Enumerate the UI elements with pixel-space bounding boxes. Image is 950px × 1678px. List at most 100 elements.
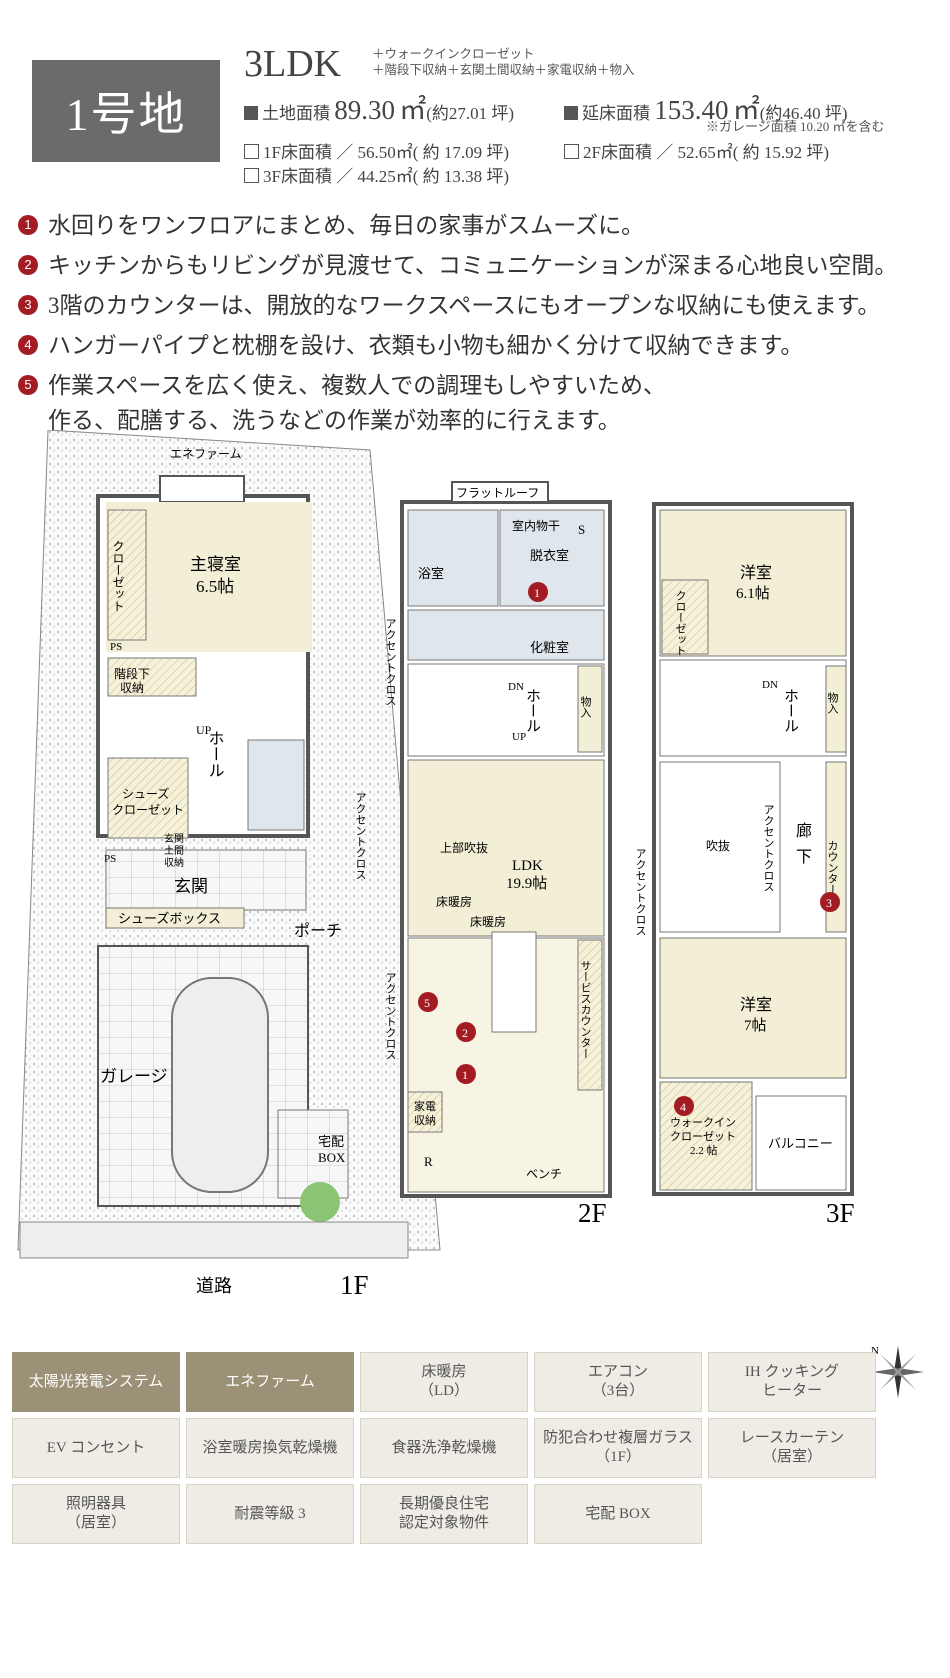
- label-corridor: 廊: [796, 822, 812, 840]
- bath-room: [407, 509, 499, 607]
- under-stair-storage: [107, 657, 197, 697]
- label-wic: ウォークイン: [670, 1116, 736, 1129]
- label-dressing: 脱衣室: [530, 548, 569, 563]
- label-genkan-storage: 玄関: [164, 832, 184, 845]
- floor-1: エネファーム クローゼット 主寝室 6.5帖 PS 階段下 収納 UP ホール …: [17, 430, 441, 1300]
- filled-square-icon: [564, 106, 578, 120]
- label-wic-2: クローゼット: [670, 1130, 736, 1143]
- label-closet-3f: クローゼット: [674, 590, 687, 656]
- label-balcony: バルコニー: [768, 1136, 833, 1151]
- equipment-label: 食器洗浄乾燥機: [391, 1439, 497, 1456]
- label-genkan-storage-3: 収納: [164, 856, 184, 869]
- label-accent-cross-3f-2: アクセントクロス: [634, 848, 647, 936]
- label-dn-3f: DN: [762, 679, 778, 691]
- feature-number: 3: [18, 295, 38, 315]
- label-floor-heat-2: 床暖房: [470, 914, 506, 929]
- label-room-2: 洋室: [740, 996, 772, 1014]
- equipment-label: エネファーム: [225, 1373, 315, 1390]
- marker-4: [674, 1096, 694, 1116]
- compass-icon: N: [871, 1345, 924, 1398]
- label-appliance: 家電: [414, 1099, 436, 1113]
- f3-area-text: 3F床面積 ／ 44.25㎡( 約 13.38 坪): [263, 167, 510, 186]
- void-3f: [659, 761, 781, 933]
- garage-note: ※ガレージ面積 10.20 ㎡を含む: [706, 119, 885, 134]
- floor-area: 延床面積 153.40 ㎡(約46.40 坪): [564, 88, 848, 127]
- label-room-1: 洋室: [740, 564, 772, 582]
- label-road: 道路: [196, 1276, 232, 1296]
- label-up: UP: [196, 723, 212, 737]
- label-hall-1f: ホール: [206, 730, 224, 778]
- feature-text: キッチンからもリビングが見渡せて、コミュニケーションが深まる心地良い空間。: [48, 253, 898, 278]
- equipment-label: 浴室暖房換気乾燥機: [202, 1439, 338, 1456]
- feature-text: 水回りをワンフロアにまとめ、毎日の家事がスムーズに。: [48, 213, 645, 238]
- feature-number: 2: [18, 255, 38, 275]
- label-void-2f: 上部吹抜: [440, 840, 488, 855]
- floor-2: フラットルーフ 室内物干 S 脱衣室 浴室 化粧室 アクセントクロス DN UP…: [384, 481, 612, 1228]
- equipment-label: 宅配 BOX: [585, 1505, 651, 1522]
- equipment-chip: 浴室暖房換気乾燥機: [186, 1418, 354, 1478]
- lot-label: 1号地: [65, 89, 187, 140]
- storage-3f: [825, 665, 847, 753]
- label-accent-cross-2f-2: アクセントクロス: [384, 972, 397, 1060]
- equipment-chip: エネファーム: [186, 1352, 354, 1412]
- f1-area-text: 1F床面積 ／ 56.50㎡( 約 17.09 坪): [263, 143, 510, 162]
- label-accent-cross-1f: アクセントクロス: [354, 792, 367, 880]
- feature-item: 2 キッチンからもリビングが見渡せて、コミュニケーションが深まる心地良い空間。: [18, 246, 897, 286]
- f2-area: 2F床面積 ／ 52.65㎡( 約 15.92 坪): [564, 138, 829, 163]
- lot-badge: 1号地: [32, 60, 220, 162]
- label-storage-3f: 物入: [826, 691, 839, 714]
- label-delivery: 宅配: [318, 1134, 344, 1149]
- label-ps: PS: [110, 641, 122, 653]
- ldk-upper: [407, 759, 605, 937]
- extras: ＋ウォークインクローゼット ＋階段下収納＋玄関土間収納＋家電収納＋物入: [372, 46, 635, 78]
- feature-number: 4: [18, 335, 38, 355]
- label-r: R: [424, 1154, 433, 1169]
- floor-plan: エネファーム クローゼット 主寝室 6.5帖 PS 階段下 収納 UP ホール …: [17, 430, 855, 1300]
- feature-text: ハンガーパイプと枕棚を設け、衣類も小物も細かく分けて収納できます。: [48, 333, 804, 358]
- service-counter: [577, 939, 603, 1091]
- equipment-label: 長期優良住宅 認定対象物件: [398, 1496, 489, 1531]
- f3-area: 3F床面積 ／ 44.25㎡( 約 13.38 坪): [244, 162, 509, 187]
- genkan-floor: [105, 849, 307, 911]
- label-garage: ガレージ: [100, 1067, 168, 1086]
- land-area-value: 89.30: [334, 95, 395, 125]
- label-master-size: 6.5帖: [196, 577, 234, 596]
- label-master-bedroom: 主寝室: [190, 554, 241, 574]
- equipment-label: エアコン （3台）: [587, 1364, 648, 1399]
- equipment-chip: 防犯合わせ複層ガラス （1F）: [534, 1418, 702, 1478]
- label-appliance-2: 収納: [414, 1114, 436, 1127]
- marker-1b: [456, 1064, 476, 1084]
- label-corridor-2: 下: [796, 849, 812, 866]
- land-area-tsubo: (約27.01 坪): [426, 104, 515, 123]
- marker-3-text: 3: [826, 896, 832, 910]
- label-under-stair-2: 収納: [120, 681, 144, 695]
- equipment-chip: 食器洗浄乾燥機: [360, 1418, 528, 1478]
- label-delivery-2: BOX: [318, 1150, 346, 1165]
- label-service-counter: サービスカウンター: [579, 960, 592, 1059]
- label-room-2-size: 7帖: [744, 1017, 767, 1034]
- label-3f: 3F: [826, 1198, 855, 1228]
- label-genkan-storage-2: 土間: [164, 844, 184, 857]
- equipment-label: 照明器具 （居室）: [65, 1496, 126, 1531]
- floor-area-tsubo: (約46.40 坪): [759, 104, 848, 123]
- marker-5: [418, 992, 438, 1012]
- feature-item-continued: 作る、配膳する、洗うなどの作業が効率的に行えます。: [18, 406, 897, 436]
- label-flat-roof: フラットルーフ: [456, 486, 539, 500]
- appliance-storage: [407, 1091, 443, 1133]
- closet-1f: [107, 509, 147, 641]
- label-bath: 浴室: [418, 566, 444, 581]
- equipment-chip: 宅配 BOX: [534, 1484, 702, 1544]
- floor-area-unit: ㎡: [732, 95, 760, 125]
- label-1f: 1F: [340, 1270, 369, 1300]
- label-porch: ポーチ: [294, 922, 342, 940]
- toilet-1f: [247, 739, 305, 831]
- equipment-chip: EV コンセント: [12, 1418, 180, 1478]
- label-hall-3f: ホール: [782, 688, 798, 733]
- shoes-box: [105, 907, 245, 929]
- label-ldk-size: 19.9帖: [506, 875, 547, 892]
- hall-3f: [659, 659, 847, 757]
- label-shoes-closet-2: クローゼット: [112, 803, 184, 817]
